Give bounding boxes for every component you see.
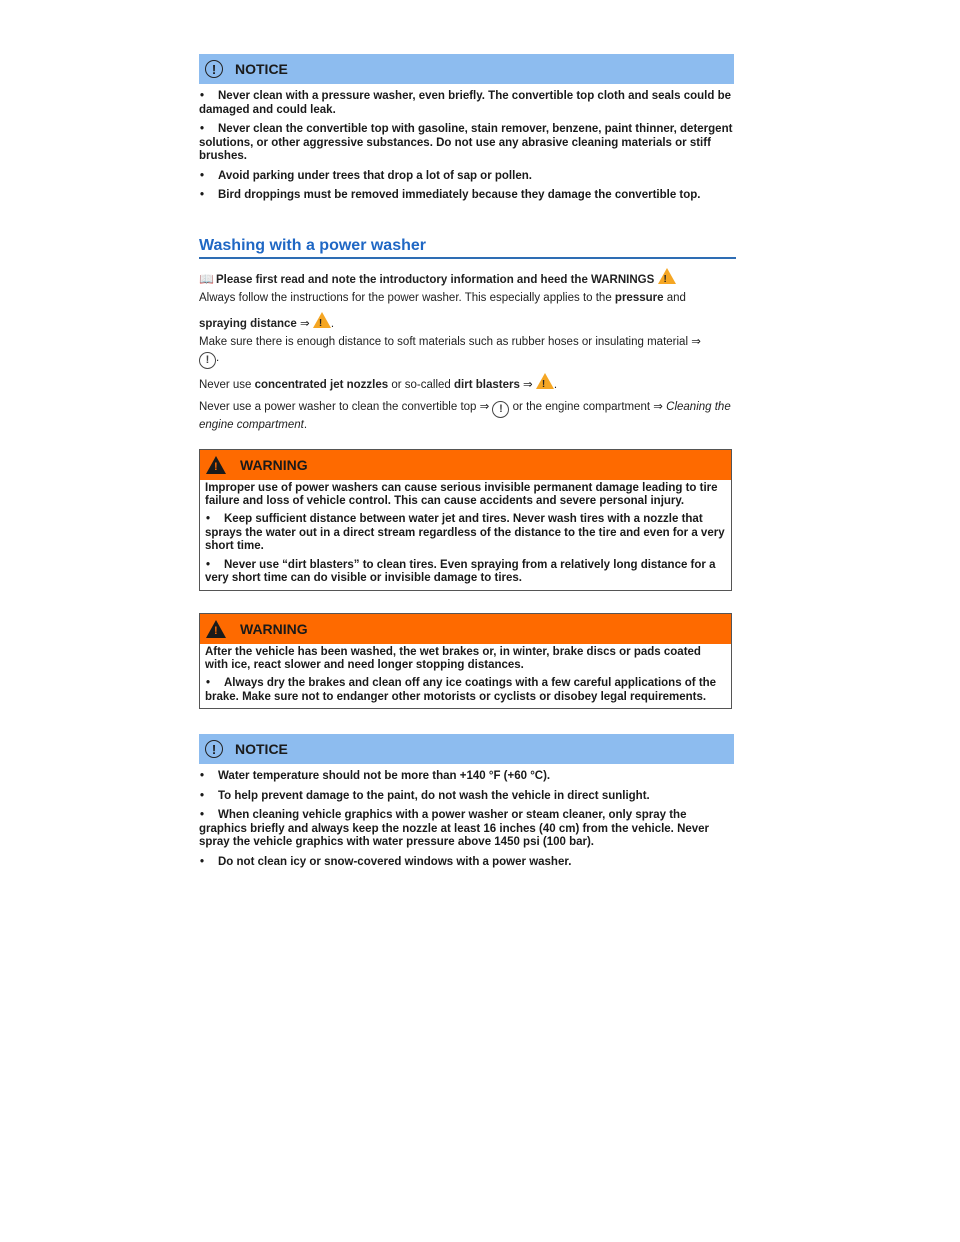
section-heading: Washing with a power washer — [199, 234, 736, 259]
warning-list: •Always dry the brakes and clean off any… — [205, 677, 726, 704]
warning-triangle-icon: ! — [535, 373, 554, 390]
paragraph-convertible: Never use a power washer to clean the co… — [199, 401, 731, 431]
exclamation-circle-icon: ! — [205, 60, 223, 78]
notice-header: ! NOTICE — [199, 734, 734, 764]
warning-header: ! WARNING — [200, 450, 731, 480]
cross-reference-link[interactable]: Cleaning the engine compartment — [199, 401, 731, 431]
warning-triangle-icon: ! — [657, 268, 676, 285]
warning-text: After the vehicle has been washed, the w… — [205, 646, 701, 671]
list-item: •To help prevent damage to the paint, do… — [200, 789, 650, 802]
warning-triangle-icon: ! — [206, 620, 226, 638]
warning-box-tires: ! WARNING Improper use of power washers … — [199, 449, 732, 591]
notice-title: NOTICE — [235, 61, 288, 77]
notice-header: ! NOTICE — [199, 54, 734, 84]
warning-list: •Keep sufficient distance between water … — [205, 513, 726, 586]
list-item: •Never clean the convertible top with ga… — [199, 123, 733, 162]
notice-title: NOTICE — [235, 741, 288, 757]
warning-title: WARNING — [240, 621, 308, 637]
book-icon: 📖 — [199, 272, 214, 286]
notice-list: •Water temperature should not be more th… — [199, 770, 734, 869]
list-item: •Do not clean icy or snow-covered window… — [200, 855, 572, 868]
warning-box-brakes: ! WARNING After the vehicle has been was… — [199, 613, 732, 709]
warning-triangle-icon: ! — [312, 312, 331, 329]
exclamation-circle-icon: ! — [492, 401, 510, 418]
exclamation-circle-icon: ! — [205, 740, 223, 758]
notice-box-top: ! NOTICE •Never clean with a pressure wa… — [199, 54, 734, 203]
list-item: •Bird droppings must be removed immediat… — [200, 189, 701, 201]
paragraph-nozzles: Never use concentrated jet nozzles or so… — [199, 373, 734, 393]
warning-header: ! WARNING — [200, 614, 731, 644]
list-item: •When cleaning vehicle graphics with a p… — [199, 809, 710, 848]
warning-text: Improper use of power washers can cause … — [205, 482, 718, 507]
paragraph-pressure: Always follow the instructions for the p… — [199, 292, 686, 330]
notice-list: •Never clean with a pressure washer, eve… — [199, 90, 734, 203]
list-item: •Keep sufficient distance between water … — [205, 513, 725, 552]
list-item: •Water temperature should not be more th… — [200, 770, 551, 782]
warning-title: WARNING — [240, 457, 308, 473]
intro-line: 📖Please first read and note the introduc… — [199, 268, 734, 288]
list-item: •Always dry the brakes and clean off any… — [205, 677, 717, 703]
list-item: •Avoid parking under trees that drop a l… — [200, 169, 532, 182]
list-item: •Never clean with a pressure washer, eve… — [199, 90, 731, 116]
paragraph-soft-materials: Make sure there is enough distance to so… — [199, 334, 734, 369]
warning-triangle-icon: ! — [206, 456, 226, 474]
exclamation-circle-icon: ! — [199, 352, 216, 369]
list-item: •Never use “dirt blasters” to clean tire… — [205, 558, 716, 585]
notice-box-bottom: ! NOTICE •Water temperature should not b… — [199, 734, 734, 869]
